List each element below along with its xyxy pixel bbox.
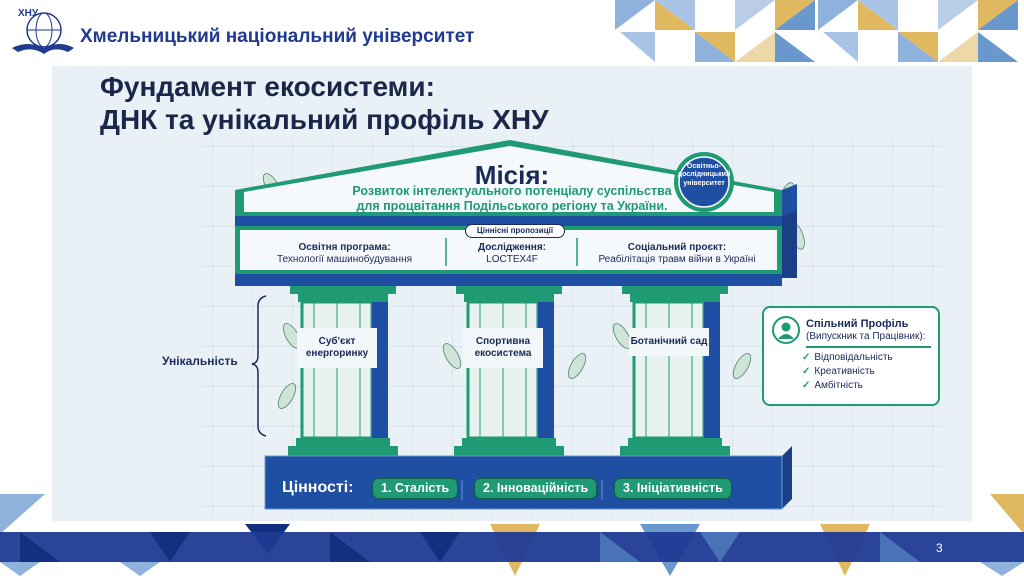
profile-item: ✓Відповідальність — [802, 352, 893, 363]
profile-subtitle: (Випускник та Працівник): — [806, 331, 926, 342]
mission-text-line-2: для процвітання Подільського регіону та … — [356, 199, 668, 213]
profile-item: ✓Креативність — [802, 366, 875, 377]
value-prop-research: Дослідження:LOCTEX4F — [477, 242, 547, 265]
page-number: 3 — [936, 541, 943, 555]
decorative-triangles-bottom — [0, 494, 1024, 576]
decorative-triangles-top — [615, 0, 1018, 62]
profile-title: Спільний Профіль — [806, 318, 909, 330]
value-initiative: 3. Ініціативність — [614, 478, 732, 499]
research-university-badge: Освітньо-дослідницький університет — [677, 163, 731, 187]
user-avatar-icon — [772, 316, 800, 344]
values-label: Цінності: — [282, 479, 354, 496]
university-name: Хмельницький національний університет — [80, 26, 475, 47]
value-prop-social: Соціальний проєкт:Реабілітація травм вій… — [598, 242, 756, 265]
pillar-sports-ecosystem: Спортивна екосистема — [463, 328, 543, 368]
mission-text-line-1: Розвиток інтелектуального потенціалу сус… — [352, 184, 672, 198]
value-prop-education: Освітня програма:Технології машинобудува… — [276, 242, 413, 265]
profile-item: ✓Амбітність — [802, 380, 863, 391]
divider — [806, 346, 931, 348]
check-icon: ✓ — [802, 352, 811, 363]
title-line-2: ДНК та унікальний профіль ХНУ — [100, 104, 549, 135]
pillar-energy-market: Суб'єкт енергоринку — [297, 328, 377, 368]
title-line-1: Фундамент екосистеми: — [100, 71, 435, 102]
mission-title: Місія: — [474, 160, 550, 190]
temple-diagram — [235, 140, 805, 510]
mission-text: Розвиток інтелектуального потенціалу сус… — [332, 184, 692, 214]
value-propositions-label: Ціннісні пропозиції — [465, 224, 565, 238]
pillar-botanical-garden: Ботанічний сад — [629, 328, 709, 356]
slide-image: Фундамент екосистеми: ДНК та унікальний … — [52, 66, 972, 521]
check-icon: ✓ — [802, 380, 811, 391]
value-sustainability: 1. Сталість — [372, 478, 459, 499]
shared-profile-card: Спільний Профіль (Випускник та Працівник… — [762, 306, 940, 406]
check-icon: ✓ — [802, 366, 811, 377]
university-logo: ХНУ — [12, 8, 74, 54]
value-innovation: 2. Інноваційність — [474, 478, 598, 499]
svg-text:ХНУ: ХНУ — [18, 8, 39, 19]
slide-title: Фундамент екосистеми: ДНК та унікальний … — [100, 70, 549, 136]
uniqueness-label: Унікальність — [162, 354, 238, 368]
